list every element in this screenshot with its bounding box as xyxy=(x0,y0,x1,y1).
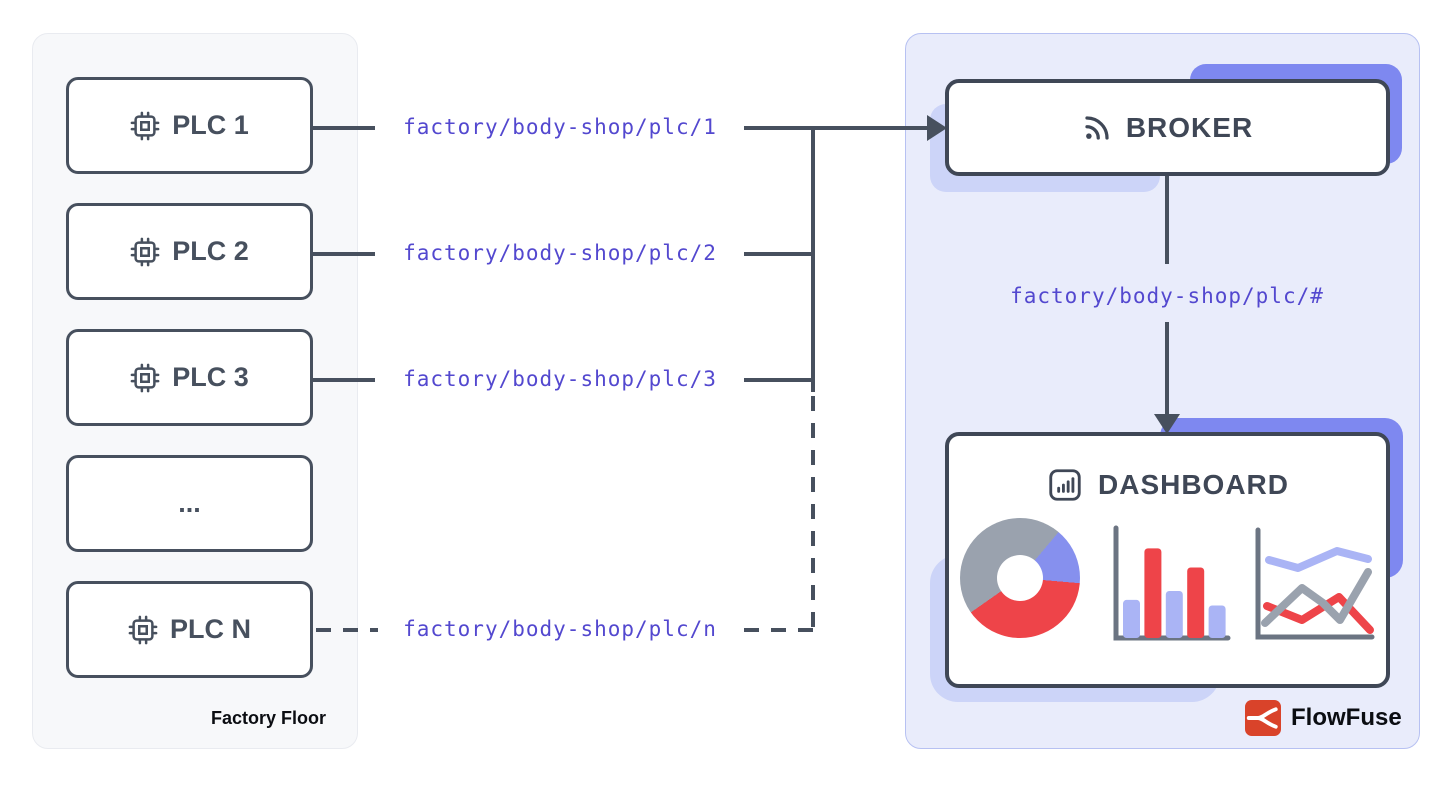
broker-arrowhead xyxy=(927,115,947,141)
plc-3-node: PLC 3 xyxy=(66,329,313,426)
cpu-chip-icon xyxy=(130,237,160,266)
plc-n-label: PLC N xyxy=(170,614,251,644)
donut-hole xyxy=(997,555,1043,601)
plc-2-label: PLC 2 xyxy=(172,236,249,266)
flowfuse-brand-label: FlowFuse xyxy=(1291,704,1402,731)
flowfuse-brand: FlowFuse xyxy=(1245,700,1402,736)
cpu-chip-icon xyxy=(128,615,158,644)
broker-node: BROKER xyxy=(945,79,1390,176)
junction-vertical-dashed xyxy=(811,396,815,632)
plc-1-label: PLC 1 xyxy=(172,110,249,140)
bar-chart xyxy=(1113,525,1231,641)
plc-n-connector-left-dashed xyxy=(316,628,378,632)
broker-label: BROKER xyxy=(1125,111,1254,143)
dashboard-header: DASHBOARD xyxy=(949,466,1386,504)
topic-plc-1: factory/body-shop/plc/1 xyxy=(403,115,717,139)
line-chart xyxy=(1255,527,1375,640)
flow-line-upper xyxy=(1165,176,1169,264)
flowfuse-logo-icon xyxy=(1245,700,1281,736)
cpu-chip-icon xyxy=(130,111,160,140)
topic-wildcard: factory/body-shop/plc/# xyxy=(1010,284,1324,308)
dashboard-arrowhead xyxy=(1154,414,1180,434)
rss-broadcast-icon xyxy=(1085,115,1109,140)
plc-2-node: PLC 2 xyxy=(66,203,313,300)
plc-3-connector-right xyxy=(744,378,815,382)
plc-1-node: PLC 1 xyxy=(66,77,313,174)
plc-1-connector-left xyxy=(313,126,375,130)
plc-3-label: PLC 3 xyxy=(172,362,249,392)
plc-ellipsis-label: ... xyxy=(178,488,201,518)
topic-plc-3: factory/body-shop/plc/3 xyxy=(403,367,717,391)
plc-n-connector-right-dashed xyxy=(744,628,815,632)
plc-ellipsis-node: ... xyxy=(66,455,313,552)
junction-vertical-line xyxy=(811,126,815,392)
plc-2-connector-right xyxy=(744,252,815,256)
plc-1-connector-right xyxy=(744,126,928,130)
flow-line-lower xyxy=(1165,322,1169,416)
bar-chart-square-icon xyxy=(1049,469,1081,501)
donut-chart xyxy=(960,518,1080,638)
dashboard-label: DASHBOARD xyxy=(1098,469,1289,500)
plc-3-connector-left xyxy=(313,378,375,382)
plc-n-node: PLC N xyxy=(66,581,313,678)
topic-plc-2: factory/body-shop/plc/2 xyxy=(403,241,717,265)
plc-2-connector-left xyxy=(313,252,375,256)
topic-plc-n: factory/body-shop/plc/n xyxy=(403,617,717,641)
cpu-chip-icon xyxy=(130,363,160,392)
factory-floor-caption: Factory Floor xyxy=(210,708,326,728)
